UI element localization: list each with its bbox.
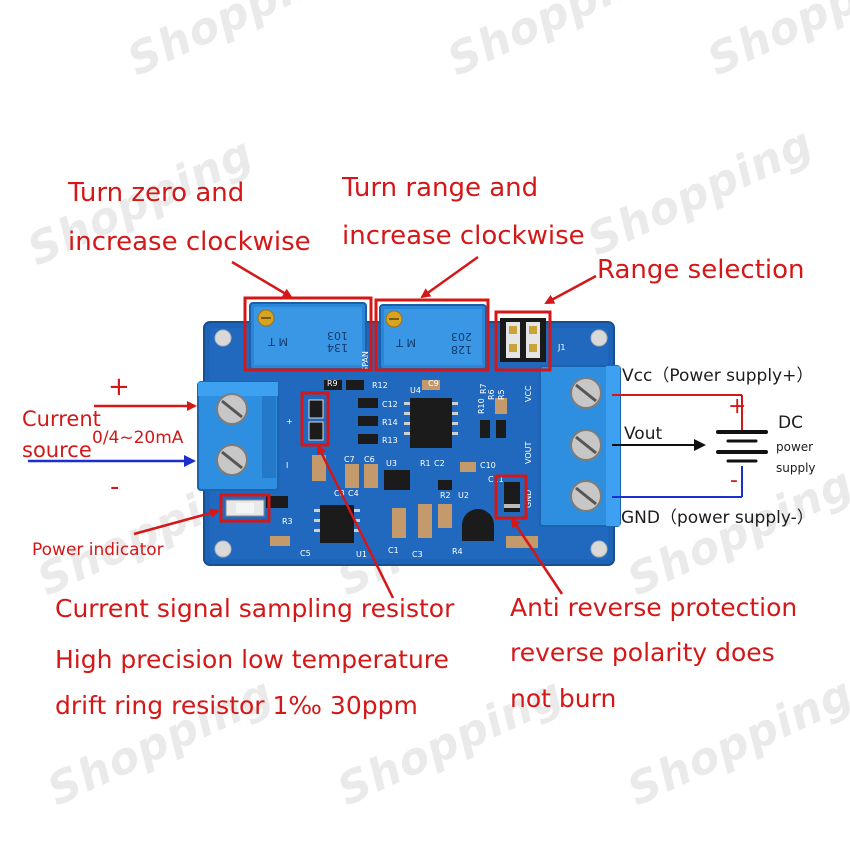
svg-text:C8: C8 [334,489,345,498]
turn-range-label-line2: increase clockwise [342,221,585,251]
svg-text:C2: C2 [434,459,445,468]
svg-text:U2: U2 [458,491,469,500]
input-plus-sign: + [108,372,130,402]
pot2-code-top: 203 [451,330,472,343]
ic-chip-u1 [314,505,360,543]
anti-reverse-line2: reverse polarity does [510,638,775,667]
svg-text:C7: C7 [344,455,355,464]
svg-text:R5: R5 [497,389,506,400]
silk-vcc: VCC [524,385,533,402]
svg-text:R7: R7 [479,383,488,394]
svg-text:R14: R14 [382,418,398,427]
ic-chip-u3 [384,470,410,490]
svg-text:R3: R3 [282,517,293,526]
pointer-arrows [94,255,597,599]
silk-in-minus: I [286,461,288,470]
pot2-letters: M T [396,336,416,349]
range-selection-label: Range selection [597,255,805,285]
output-minus-sign: - [730,468,738,493]
power-supply-label-line1: power [776,440,814,454]
input-terminal-block [197,381,279,491]
range-jumper [500,318,546,362]
svg-text:U4: U4 [410,386,421,395]
pot2-code-bottom: 128 [451,343,472,356]
svg-text:C12: C12 [382,400,398,409]
anti-reverse-line3: not burn [510,684,617,713]
power-led [225,499,265,517]
silk-j1: J1 [557,343,565,352]
svg-text:R4: R4 [452,547,463,556]
ic-chip-u4 [404,398,458,448]
svg-text:R1: R1 [420,459,431,468]
silk-span: SPAN [361,351,370,372]
silk-in-plus: + [286,417,293,426]
current-range-label: 0/4~20mA [92,428,184,448]
svg-text:C10: C10 [480,461,496,470]
transistor [462,509,494,541]
pot1-code-bottom: 134 [327,341,348,354]
svg-text:U3: U3 [386,459,397,468]
pot1-letters: M T [268,335,288,348]
svg-text:R2: R2 [440,491,451,500]
svg-text:R10: R10 [477,398,486,414]
output-terminal-block [539,365,621,527]
svg-text:C1: C1 [388,546,399,555]
output-plus-sign: + [728,394,747,419]
svg-text:C4: C4 [348,489,359,498]
gnd-label: GND（power supply-） [621,508,814,528]
zero-potentiometer: 103 134 M T [249,302,367,370]
power-indicator-label: Power indicator [32,540,164,560]
svg-text:R12: R12 [372,381,388,390]
protection-diode [504,482,520,512]
span-potentiometer: 203 128 M T [379,304,487,370]
svg-text:C6: C6 [364,455,375,464]
svg-text:R9: R9 [327,379,338,388]
vcc-label: Vcc（Power supply+） [622,366,814,386]
silk-vout: VOUT [524,442,533,464]
svg-text:C9: C9 [428,379,439,388]
sampling-resistor-line2: High precision low temperature [55,645,449,674]
svg-text:R13: R13 [382,436,398,445]
svg-text:U1: U1 [356,550,367,559]
svg-text:C5: C5 [300,549,311,558]
turn-zero-label-line2: increase clockwise [68,227,311,257]
smd-components [266,380,538,548]
anti-reverse-line1: Anti reverse protection [510,593,798,622]
silk-gnd: GND [524,490,533,508]
battery-icon [716,430,768,463]
vout-label: Vout [624,424,663,444]
turn-range-label-line1: Turn range and [342,173,539,203]
svg-text:R6: R6 [487,389,496,400]
pot1-code-top: 103 [327,329,348,342]
output-wiring [612,394,743,498]
highlight-boxes [219,296,552,523]
input-minus-sign: - [110,472,120,502]
svg-text:C3: C3 [412,550,423,559]
current-source-label-line1: Current [22,407,101,431]
sampling-resistor-line1: Current signal sampling resistor [55,594,455,623]
sampling-resistor-line3: drift ring resistor 1‰ 30ppm [55,691,418,720]
power-supply-label-line2: supply [776,461,816,475]
current-source-label-line2: source [22,438,92,462]
dc-label: DC [778,413,803,433]
turn-zero-label-line1: Turn zero and [68,178,245,208]
